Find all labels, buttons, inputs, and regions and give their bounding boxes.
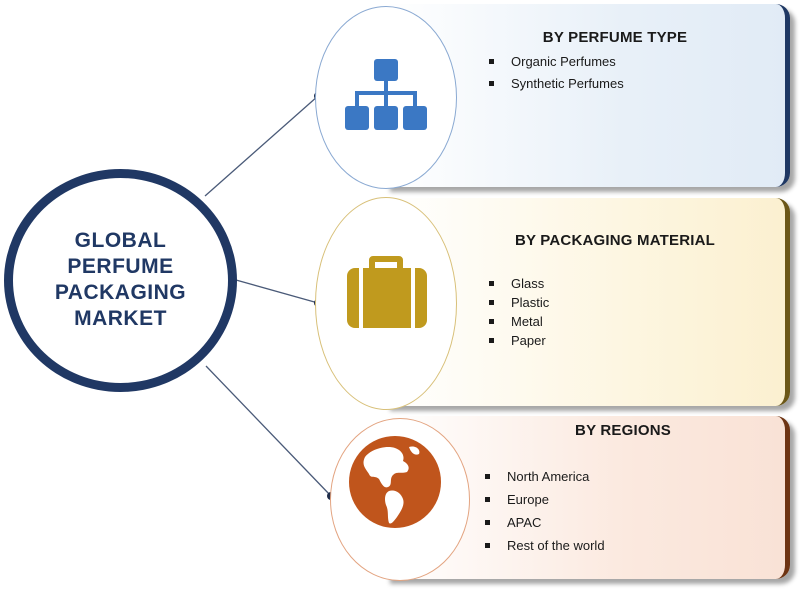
connector-line-regions <box>205 365 332 497</box>
list-item-label: North America <box>507 469 590 484</box>
list-item: APAC <box>485 516 605 529</box>
connector-line-type <box>204 95 319 197</box>
list-item-label: APAC <box>507 515 542 530</box>
hierarchy-icon <box>345 59 427 130</box>
bullet-icon <box>485 543 490 548</box>
segment-item-list: Organic Perfumes Synthetic Perfumes <box>489 55 624 99</box>
globe-icon <box>349 436 441 528</box>
main-title: GLOBAL PERFUME PACKAGING MARKET <box>13 228 228 332</box>
segment-title: BY REGIONS <box>575 422 671 439</box>
list-item-label: Plastic <box>511 295 550 310</box>
main-title-line: PACKAGING <box>54 281 187 304</box>
bullet-icon <box>489 59 494 64</box>
bullet-icon <box>485 474 490 479</box>
list-item-label: Metal <box>511 314 543 329</box>
main-topic-circle: GLOBAL PERFUME PACKAGING MARKET <box>4 169 237 392</box>
connector-line-material <box>235 279 319 304</box>
segment-item-list: North America Europe APAC Rest of the wo… <box>485 470 605 562</box>
segment-title: BY PACKAGING MATERIAL <box>514 232 716 249</box>
list-item: Organic Perfumes <box>489 55 624 68</box>
bullet-icon <box>485 520 490 525</box>
list-item-label: Paper <box>511 333 546 348</box>
list-item-label: Organic Perfumes <box>511 54 616 69</box>
segment-item-list: Glass Plastic Metal Paper <box>489 277 549 353</box>
bullet-icon <box>489 319 494 324</box>
main-title-line: PERFUME <box>67 255 174 278</box>
list-item: North America <box>485 470 605 483</box>
list-item: Plastic <box>489 296 549 309</box>
icon-circle-regions <box>330 418 470 581</box>
list-item: Glass <box>489 277 549 290</box>
icon-circle-packaging-material <box>315 197 457 410</box>
list-item-label: Synthetic Perfumes <box>511 76 624 91</box>
bullet-icon <box>489 338 494 343</box>
list-item: Paper <box>489 334 549 347</box>
list-item-label: Europe <box>507 492 549 507</box>
main-title-line: GLOBAL <box>74 229 167 252</box>
bullet-icon <box>489 300 494 305</box>
bullet-icon <box>489 281 494 286</box>
list-item-label: Rest of the world <box>507 538 605 553</box>
list-item: Metal <box>489 315 549 328</box>
main-title-line: MARKET <box>74 307 167 330</box>
list-item: Europe <box>485 493 605 506</box>
bullet-icon <box>489 81 494 86</box>
suitcase-icon <box>347 256 427 328</box>
list-item: Rest of the world <box>485 539 605 552</box>
icon-circle-perfume-type <box>315 6 457 189</box>
segment-title: BY PERFUME TYPE <box>542 29 688 46</box>
list-item-label: Glass <box>511 276 545 291</box>
bullet-icon <box>485 497 490 502</box>
list-item: Synthetic Perfumes <box>489 77 624 90</box>
